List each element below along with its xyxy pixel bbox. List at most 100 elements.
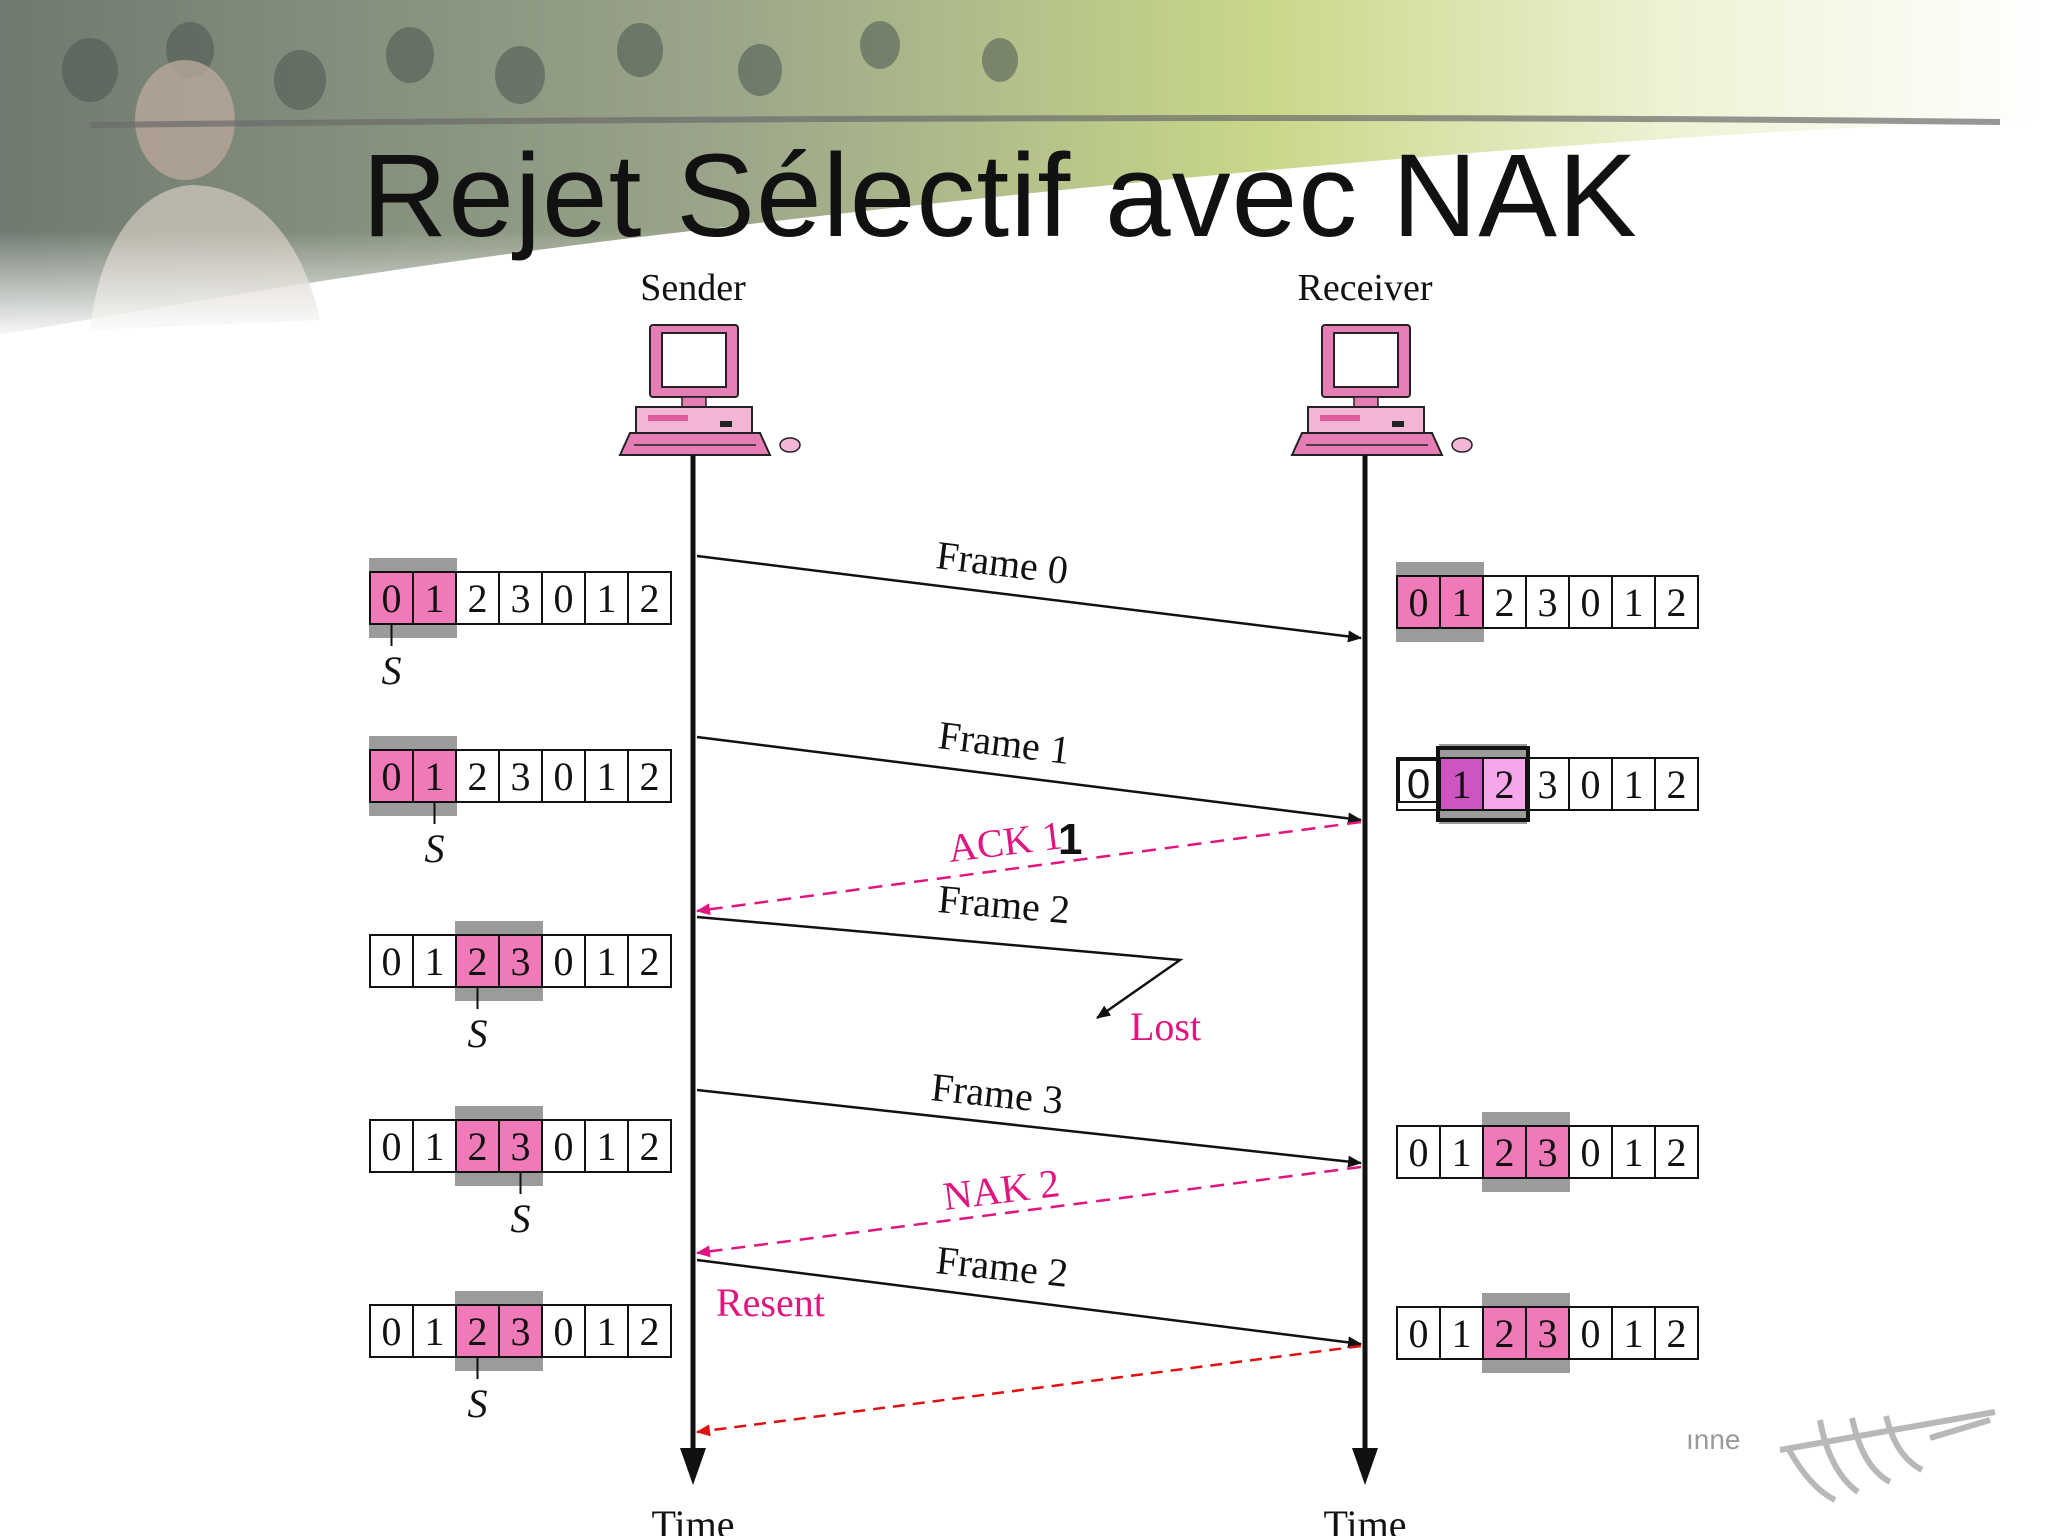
sequence-cell-number: 1 [425, 1124, 445, 1169]
sequence-cell-number: 2 [1495, 762, 1515, 807]
sequence-cell-number: 0 [554, 754, 574, 799]
sequence-cell [1525, 575, 1570, 629]
sequence-cell [1439, 1125, 1484, 1179]
sequence-cell-number: 1 [1624, 1311, 1644, 1356]
sequence-cell [1525, 1125, 1570, 1179]
sequence-cell-number: 2 [640, 1309, 660, 1354]
receiver-windows: 01230120123012001230120123012 [1396, 562, 1699, 1373]
sequence-cell-number: 0 [382, 754, 402, 799]
sequence-cell [412, 1119, 457, 1173]
sequence-cell [541, 934, 586, 988]
highlight-box [1436, 746, 1530, 822]
receiver-timeline-arrowhead [1352, 1448, 1378, 1485]
sequence-cell [412, 934, 457, 988]
lost-label: Lost [1130, 1004, 1201, 1049]
window-pointer-label: S [382, 648, 402, 693]
time-label-sender: Time [651, 1502, 734, 1536]
sequence-cell-number: 0 [1581, 580, 1601, 625]
sequence-cell [1525, 1306, 1570, 1360]
sequence-cell [412, 749, 457, 803]
sequence-cell [498, 749, 543, 803]
sequence-cell [627, 571, 672, 625]
sequence-cell-number: 2 [1667, 1130, 1687, 1175]
frame-0-label: Frame 0 [934, 532, 1071, 593]
sequence-cell-number: 2 [1667, 580, 1687, 625]
sequence-cell-number: 3 [511, 939, 531, 984]
sequence-cell-number: 1 [597, 1309, 617, 1354]
sequence-cell [369, 1119, 414, 1173]
sequence-cell [1611, 1125, 1656, 1179]
sequence-cell-number: 1 [425, 939, 445, 984]
sequence-cell [1654, 1306, 1699, 1360]
banner-swoosh-line [89, 115, 2001, 128]
sequence-cell [1396, 1306, 1441, 1360]
sequence-cell-number: 2 [468, 1124, 488, 1169]
sequence-cell-number: 0 [554, 1124, 574, 1169]
sequence-cell [1568, 575, 1613, 629]
sender-computer-icon [618, 324, 801, 456]
nak-2-label: NAK 2 [941, 1160, 1062, 1219]
sequence-cell-number: 0 [1409, 1311, 1429, 1356]
sequence-cell [584, 934, 629, 988]
sequence-cell-number: 0 [1409, 580, 1429, 625]
frame-1-label: Frame 1 [936, 712, 1073, 773]
sequence-cell-number: 1 [1452, 1311, 1472, 1356]
sequence-cell [455, 934, 500, 988]
sequence-cell-number: 2 [1495, 580, 1515, 625]
sender-timeline-arrowhead [680, 1448, 706, 1485]
sequence-cell-number: 0 [1581, 762, 1601, 807]
sequence-cell [627, 749, 672, 803]
sequence-cell-number: 1 [425, 576, 445, 621]
sequence-cell-number: 0 [382, 576, 402, 621]
window-pointer-label: S [468, 1381, 488, 1426]
sequence-cell [1654, 1125, 1699, 1179]
sequence-cell-number: 1 [597, 1124, 617, 1169]
sequence-cell-number: 1 [1624, 762, 1644, 807]
sequence-cell-number: 3 [1538, 1311, 1558, 1356]
sequence-cell-number: 3 [1538, 762, 1558, 807]
frame-2-lost-arrow [696, 915, 1184, 1020]
sequence-cell-number: 1 [597, 754, 617, 799]
sequence-cell-number: 2 [468, 754, 488, 799]
resent-label: Resent [716, 1280, 825, 1325]
sequence-cell-number: 0 [554, 576, 574, 621]
ack-1-label: ACK 1 [946, 812, 1065, 871]
sequence-cell [369, 1304, 414, 1358]
sequence-cell [627, 1304, 672, 1358]
sequence-cell-number: 3 [511, 576, 531, 621]
sequence-cell [498, 571, 543, 625]
sequence-cell [1568, 757, 1613, 811]
sequence-cell-number: 3 [511, 1124, 531, 1169]
sequence-cell [1654, 575, 1699, 629]
sender-label: Sender [640, 267, 746, 309]
window-pointer-label: S [468, 1011, 488, 1056]
sequence-cell-number: 3 [1538, 580, 1558, 625]
sequence-cell-number: 2 [640, 576, 660, 621]
time-label-receiver: Time [1323, 1502, 1406, 1536]
sequence-cell-number: 2 [1495, 1130, 1515, 1175]
header-banner [0, 0, 2048, 340]
frame-3-arrow [696, 1088, 1362, 1168]
frame-2-label: Frame 2 [936, 876, 1072, 932]
sequence-cell [541, 749, 586, 803]
sequence-cell-number: 3 [511, 754, 531, 799]
sequence-cell [541, 1119, 586, 1173]
overlay-box [1398, 759, 1439, 803]
sequence-cell [1611, 1306, 1656, 1360]
sequence-cell-number: 0 [382, 1309, 402, 1354]
sequence-cell-number: 2 [468, 576, 488, 621]
frame-2-resent-arrow [696, 1258, 1362, 1349]
window-pointer-label: S [511, 1196, 531, 1241]
sequence-cell [1482, 575, 1527, 629]
sequence-cell-number: 1 [1452, 580, 1472, 625]
sequence-cell-number: 2 [1495, 1311, 1515, 1356]
sequence-cell-number: 0 [1581, 1311, 1601, 1356]
receiver-label: Receiver [1297, 267, 1432, 309]
